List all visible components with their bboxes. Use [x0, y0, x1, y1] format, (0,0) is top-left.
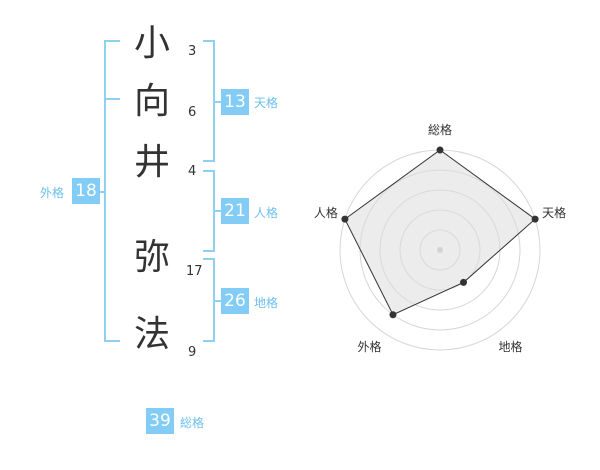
soukaku-label: 総格 [180, 416, 205, 430]
name-char-5: 法 [133, 314, 170, 355]
radar-axis-label-1: 総格 [428, 122, 452, 137]
radar-point-3 [460, 278, 468, 286]
radar-point-4 [389, 311, 397, 319]
jinkaku-label: 人格 [254, 206, 279, 220]
stroke-count-2: 6 [188, 105, 197, 120]
radar-axis-label-4: 外格 [357, 339, 381, 354]
radar-polygon-group [344, 149, 536, 316]
name-char-3: 井 [133, 142, 170, 183]
jinkaku-bracket-connector [215, 210, 221, 212]
radar-points [341, 146, 539, 319]
gaikaku-value: 18 [72, 178, 100, 204]
chikaku-value: 26 [221, 288, 249, 314]
radar-point-5 [341, 215, 349, 223]
stroke-count-3: 4 [188, 164, 197, 179]
tenkaku-value: 13 [221, 89, 249, 115]
chikaku-bracket [203, 258, 215, 342]
stroke-count-5: 9 [188, 345, 197, 360]
radar-axis-label-5: 人格 [314, 205, 338, 220]
radar-axis-label-3: 地格 [498, 339, 522, 354]
name-char-1: 小 [133, 23, 170, 64]
gaikaku-label: 外格 [40, 186, 65, 200]
radar-point-1 [436, 146, 444, 154]
name-char-2: 向 [133, 81, 170, 122]
gaikaku-bracket-connector [96, 191, 106, 193]
radar-axis-label-2: 天格 [542, 205, 566, 220]
chikaku-label: 地格 [254, 296, 279, 310]
radar-point-2 [531, 215, 539, 223]
gaikaku-bracket-tick [106, 98, 120, 100]
jinkaku-value: 21 [221, 198, 249, 224]
chikaku-bracket-connector [215, 300, 221, 302]
tenkaku-label: 天格 [254, 96, 279, 110]
stroke-count-1: 3 [188, 44, 197, 59]
jinkaku-bracket [203, 170, 215, 252]
stroke-count-4: 17 [186, 264, 203, 279]
soukaku-value: 39 [146, 408, 174, 434]
tenkaku-bracket-connector [215, 101, 221, 103]
name-char-4: 弥 [133, 237, 170, 278]
tenkaku-bracket [203, 40, 215, 162]
radar-polygon [344, 149, 536, 316]
